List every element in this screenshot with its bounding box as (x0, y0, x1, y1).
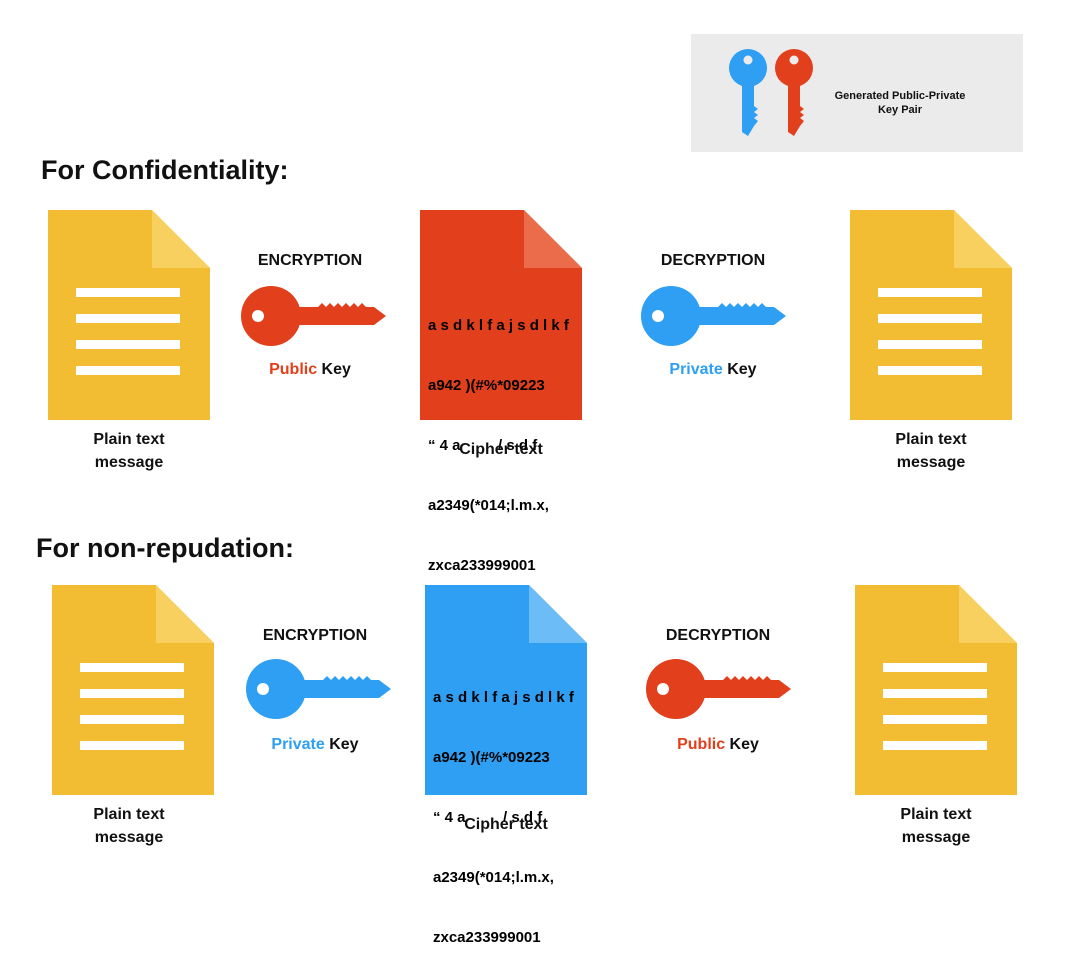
section-title-non-repudiation: For non-repudation: (36, 533, 294, 563)
private-key-icon (246, 659, 391, 719)
cipher-text-caption: Cipher text (464, 816, 548, 833)
key-icon-blue (729, 49, 767, 136)
private-key-icon (641, 286, 786, 346)
key-pair-icon (729, 49, 813, 136)
key-pair-label: Generated Public-Private Key Pair (800, 89, 1000, 117)
public-key-icon (646, 659, 791, 719)
cipher-text-caption: Cipher text (459, 441, 543, 458)
plain-text-caption-left: Plain text message (93, 806, 165, 846)
cipher-text-content: a s d k l f a j s d l k f a942 )(#%*0922… (433, 689, 574, 946)
encryption-label: ENCRYPTION (257, 252, 363, 269)
cipher-text-content: a s d k l f a j s d l k f a942 )(#%*0922… (428, 317, 569, 574)
cipher-document-icon (425, 585, 587, 795)
plain-document-icon (850, 210, 1012, 420)
cipher-document-icon (420, 210, 582, 420)
plain-text-caption-left: Plain text message (93, 431, 165, 471)
plain-text-caption-right: Plain text message (900, 806, 972, 846)
decryption-label: DECRYPTION (665, 627, 771, 644)
encryption-key-label: Private Key (271, 736, 359, 753)
plain-document-icon (48, 210, 210, 420)
key-pair-label-line1: Generated Public-Private (834, 90, 966, 102)
public-key-icon (241, 286, 386, 346)
plain-document-icon (52, 585, 214, 795)
key-pair-label-line2: Key Pair (877, 104, 923, 116)
encryption-key-label: Public Key (269, 361, 351, 378)
encryption-label: ENCRYPTION (262, 627, 368, 644)
decryption-key-label: Public Key (677, 736, 759, 753)
key-icon-red (775, 49, 813, 136)
decryption-key-label: Private Key (669, 361, 757, 378)
plain-document-icon (855, 585, 1017, 795)
section-title-confidentiality: For Confidentiality: (41, 155, 289, 185)
plain-text-caption-right: Plain text message (895, 431, 967, 471)
decryption-label: DECRYPTION (660, 252, 766, 269)
